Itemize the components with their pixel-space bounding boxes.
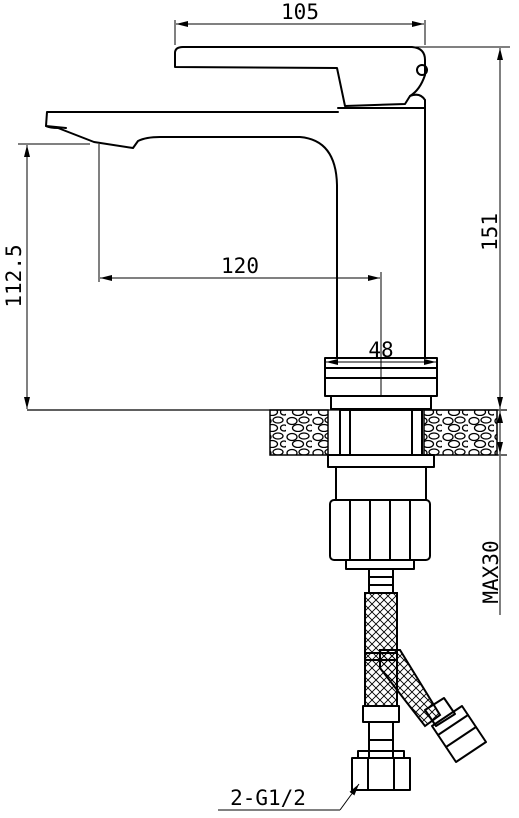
faucet-handle: [174, 46, 426, 107]
faucet-base: [27, 357, 507, 570]
dimension-labels: 105 151 112.5 120 48 MAX30 2-G1/2: [2, 0, 503, 810]
countertop-section-right: [423, 409, 498, 456]
dim-151: 151: [478, 213, 502, 251]
hose-left: [364, 592, 398, 707]
fixing-nut: [329, 499, 431, 561]
countertop-section-left: [269, 409, 329, 456]
supply-hoses: [351, 568, 487, 791]
faucet-body: [45, 46, 428, 359]
dimension-lines: [18, 20, 510, 811]
dim-thread: 2-G1/2: [230, 786, 306, 810]
dim-48: 48: [368, 338, 393, 362]
dim-max30: MAX30: [479, 540, 503, 603]
handle-pivot: [416, 64, 428, 76]
spout: [45, 111, 339, 359]
hose-nut: [351, 757, 411, 791]
dim-120: 120: [221, 254, 259, 278]
dim-112-5: 112.5: [2, 244, 26, 307]
dim-105: 105: [281, 0, 319, 24]
